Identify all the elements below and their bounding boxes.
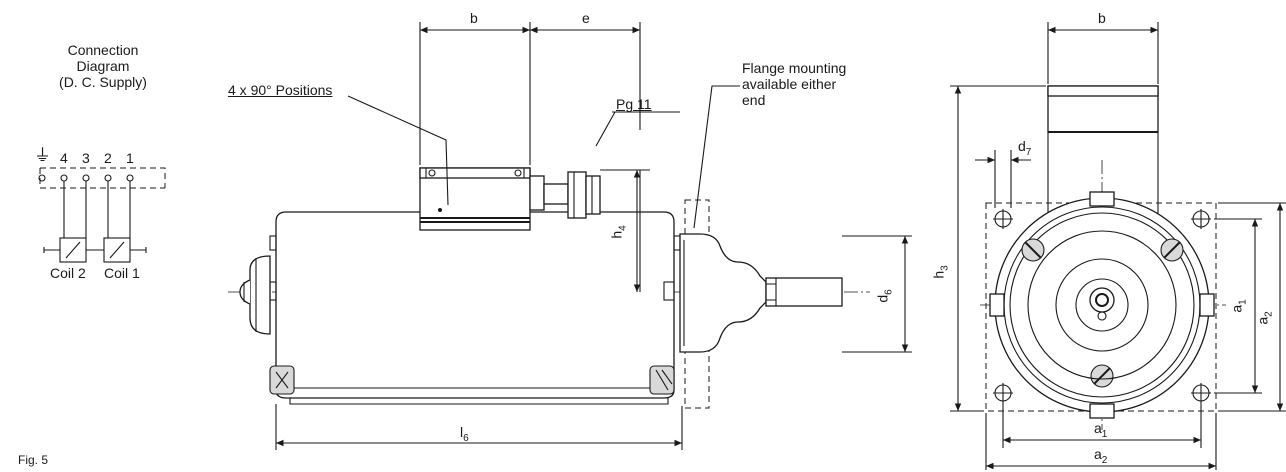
terminal-label-1: 1 bbox=[126, 150, 134, 166]
pg-label: Pg 11 bbox=[616, 96, 652, 112]
front-screws bbox=[1021, 238, 1184, 388]
terminal-2 bbox=[104, 174, 112, 182]
connection-title-1: Connection bbox=[67, 42, 139, 58]
flange-leader bbox=[693, 85, 740, 229]
connection-diagram bbox=[38, 167, 166, 263]
terminal-block-outline bbox=[39, 167, 166, 189]
connection-title-3: (D. C. Supply) bbox=[59, 74, 147, 90]
cable-gland-neck bbox=[529, 175, 545, 211]
front-dim-a2-vertical: a2 bbox=[1254, 311, 1275, 325]
figure-label: Fig. 5 bbox=[18, 453, 49, 467]
front-dim-a2-horizontal: a2 bbox=[1094, 446, 1108, 466]
front-dim-a1-horizontal: a1 bbox=[1094, 420, 1108, 440]
front-dim-a1-vertical: a1 bbox=[1228, 299, 1249, 313]
coil-2-label: Coil 2 bbox=[50, 265, 86, 281]
terminal-label-4: 4 bbox=[60, 150, 68, 166]
side-dim-l6: l6 bbox=[460, 424, 469, 444]
terminal-label-3: 3 bbox=[82, 150, 90, 166]
side-dim-h4: h4 bbox=[608, 225, 629, 239]
flange-note-3: end bbox=[742, 92, 766, 108]
mounting-holes bbox=[993, 209, 1211, 403]
rear-cap bbox=[249, 255, 271, 335]
positions-leader bbox=[347, 95, 449, 206]
side-dim-e: e bbox=[582, 10, 590, 26]
front-shaft bbox=[1089, 287, 1115, 313]
terminal-3 bbox=[82, 174, 90, 182]
positions-note: 4 x 90° Positions bbox=[228, 82, 333, 98]
terminal-4 bbox=[60, 174, 68, 182]
front-dim-b: b bbox=[1098, 10, 1106, 26]
pg-leader bbox=[595, 111, 616, 147]
terminal-label-2: 2 bbox=[104, 150, 112, 166]
flange-note-2: available either bbox=[742, 76, 837, 92]
flange-note-1: Flange mounting bbox=[742, 60, 847, 76]
motor-body bbox=[275, 211, 675, 399]
side-view bbox=[228, 167, 870, 409]
connection-title-2: Diagram bbox=[76, 58, 130, 74]
side-dim-b: b bbox=[470, 10, 478, 26]
front-dim-d7: d7 bbox=[1018, 138, 1032, 158]
side-dim-d6: d6 bbox=[874, 289, 895, 303]
coil-1-label: Coil 1 bbox=[104, 265, 140, 281]
front-view-dimensions bbox=[950, 22, 1286, 470]
terminal-ground bbox=[38, 174, 46, 182]
shaft-housing bbox=[679, 233, 767, 353]
ground-icon: ⏚ bbox=[34, 146, 51, 165]
side-view-dimensions bbox=[275, 22, 912, 450]
terminal-1 bbox=[126, 174, 134, 182]
coil-leads bbox=[63, 181, 131, 238]
front-view bbox=[980, 85, 1226, 430]
cable-gland-nut bbox=[567, 171, 587, 219]
output-shaft bbox=[765, 277, 843, 307]
front-dim-h3: h3 bbox=[930, 265, 951, 279]
